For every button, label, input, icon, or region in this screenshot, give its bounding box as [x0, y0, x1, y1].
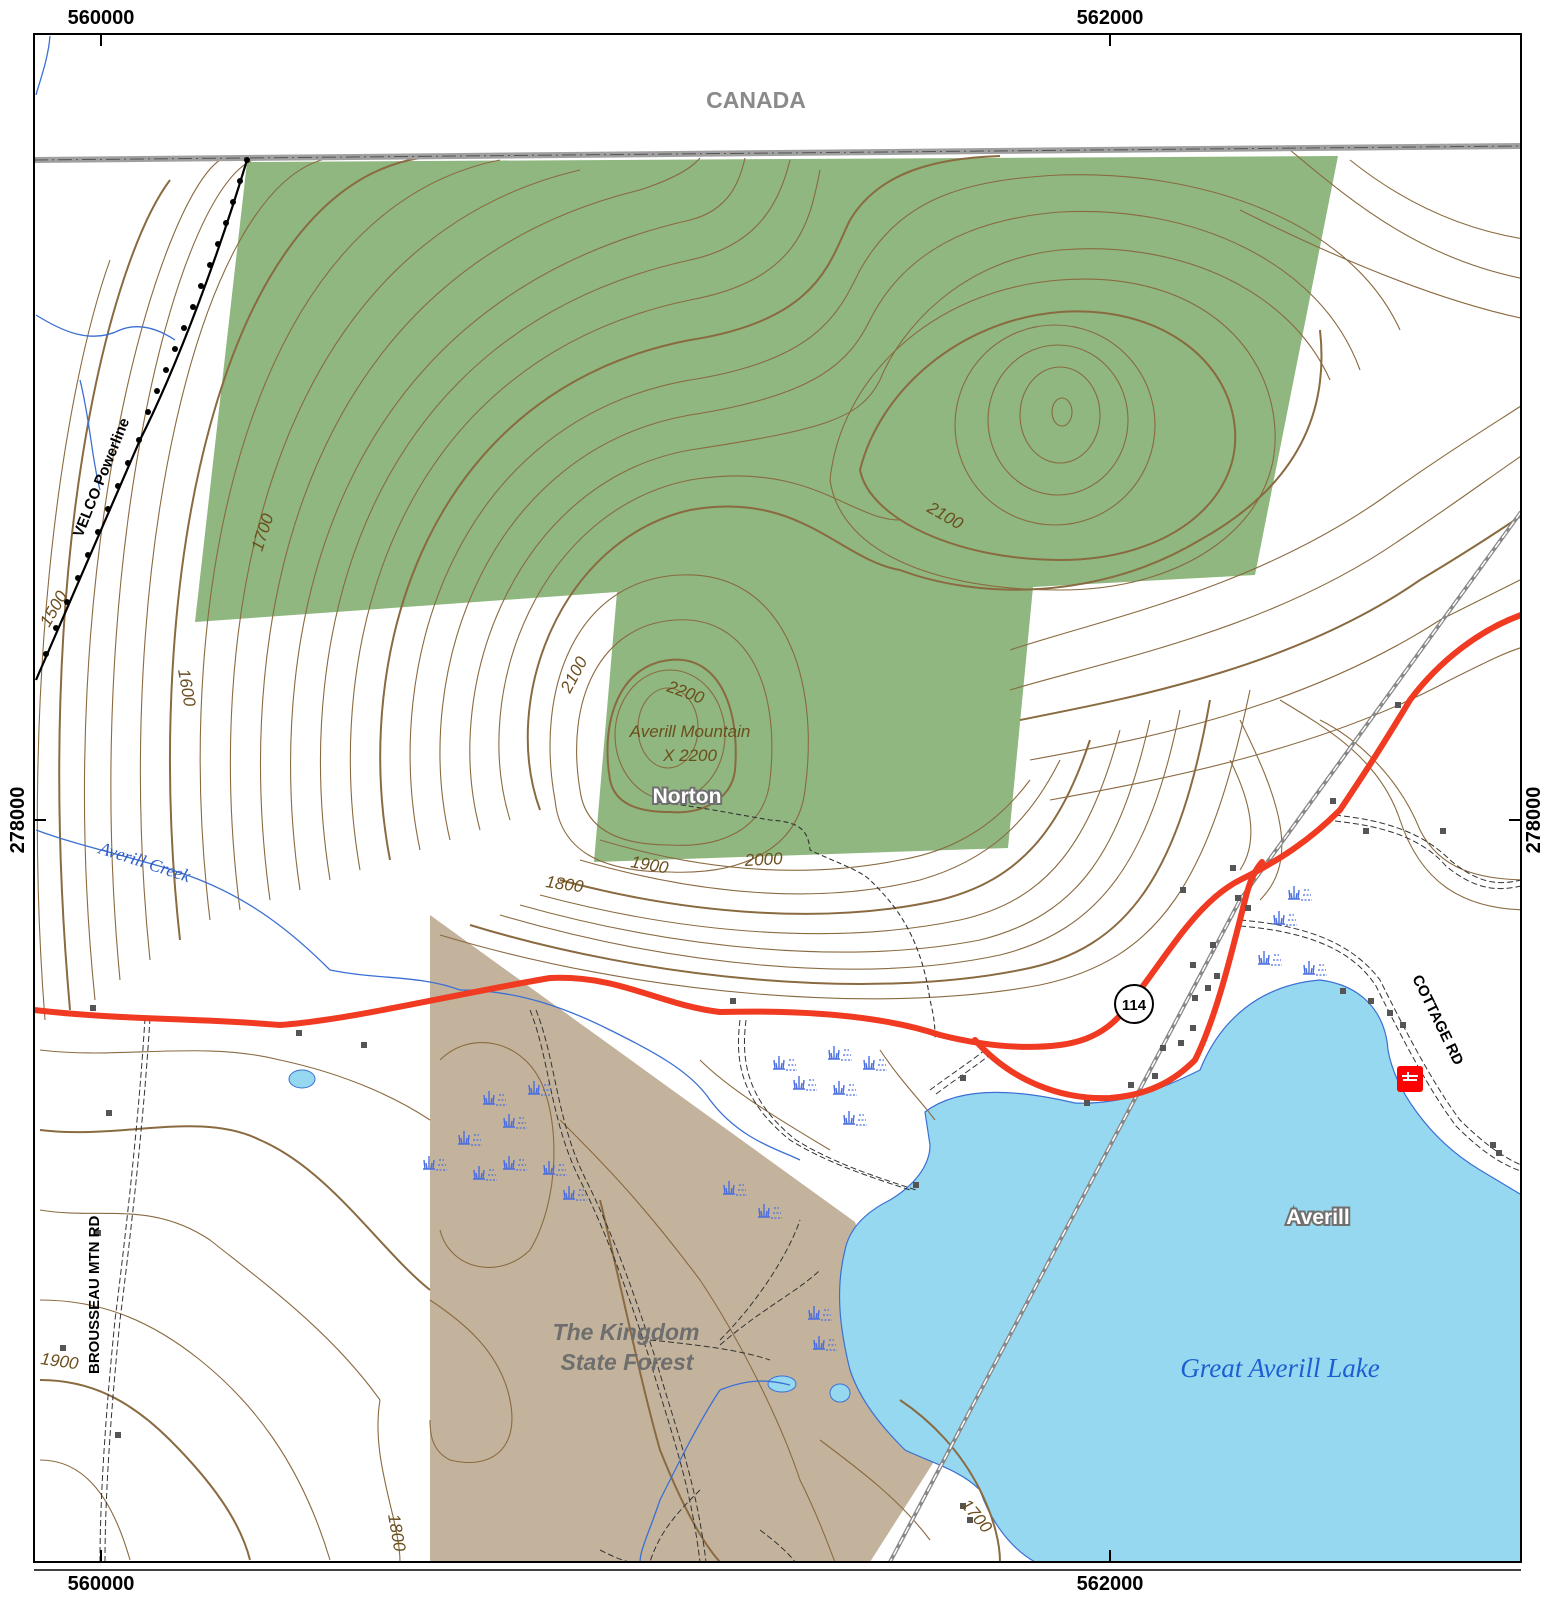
map-frame-border [33, 33, 1522, 1563]
peak-name-label: Averill Mountain [629, 722, 751, 741]
grid-label-top-right: 562000 [1077, 7, 1144, 29]
grid-label-top-left: 560000 [68, 7, 135, 29]
boat-launch-icon [1397, 1066, 1423, 1092]
town-label-norton: Norton [653, 785, 722, 808]
town-label-averill: Averill [1286, 1206, 1349, 1229]
canada-border-dash [34, 145, 1521, 161]
pond [767, 1375, 797, 1393]
grid-label-bottom-right: 562000 [1077, 1573, 1144, 1595]
lake-label: Great Averill Lake [1180, 1353, 1379, 1383]
dirt-roads [99, 814, 1521, 1562]
protected-land-area [195, 156, 1338, 862]
state-forest-area [430, 915, 935, 1562]
route-114 [34, 612, 1521, 1050]
route-114-branch [972, 859, 1265, 1102]
pond [288, 1069, 316, 1089]
forest-label-line1: The Kingdom [553, 1319, 700, 1345]
grid-label-bottom-left: 560000 [68, 1573, 135, 1595]
peak-elevation-label: X 2200 [662, 746, 717, 765]
route-shield-icon: 114 [1114, 984, 1154, 1024]
road-label-brousseau: BROUSSEAU MTN RD [86, 1215, 103, 1374]
railroad-center [889, 511, 1521, 1562]
building-icon [60, 702, 1502, 1523]
grid-label-left: 278000 [7, 787, 29, 854]
pond [829, 1383, 851, 1403]
powerline-towers [43, 157, 250, 657]
grid-label-right: 278000 [1523, 787, 1545, 854]
contour-lines [36, 149, 1521, 1562]
route-shield-number: 114 [1122, 997, 1147, 1014]
hiking-trail [656, 801, 936, 1041]
grid-ticks [34, 34, 1521, 1562]
contour-label: 2000 [743, 849, 783, 870]
forest-label-line2: State Forest [561, 1349, 695, 1375]
country-label: CANADA [706, 87, 806, 113]
streams [35, 35, 801, 1562]
